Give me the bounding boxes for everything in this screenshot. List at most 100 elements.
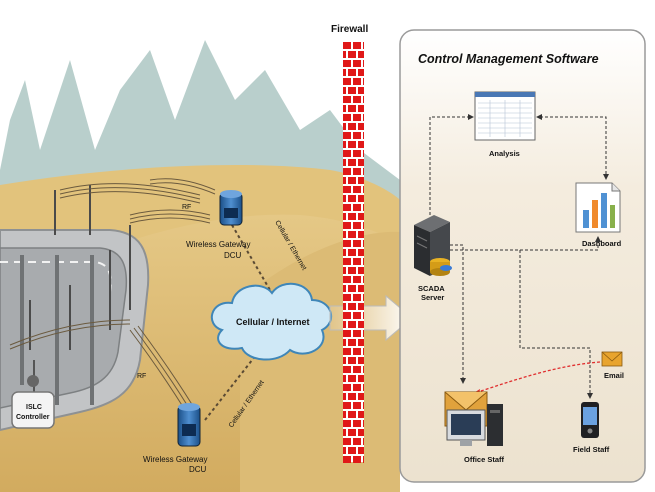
- analysis-label: Analysis: [489, 149, 520, 158]
- firewall-brick: [348, 249, 356, 256]
- firewall-brick: [343, 303, 346, 310]
- email-icon: [601, 351, 623, 367]
- firewall-brick: [343, 78, 351, 85]
- islc-label-1: ISLC: [26, 404, 42, 411]
- firewall-brick: [348, 195, 356, 202]
- firewall-brick: [358, 213, 364, 220]
- scada-label-1: SCADA: [418, 284, 445, 293]
- firewall-brick: [343, 150, 351, 157]
- firewall-brick: [343, 357, 346, 364]
- firewall-brick: [358, 375, 364, 382]
- firewall-brick: [343, 366, 351, 373]
- firewall-brick: [343, 393, 346, 400]
- firewall-brick: [343, 96, 351, 103]
- firewall-brick: [343, 429, 346, 436]
- firewall-brick: [358, 393, 364, 400]
- firewall-brick: [363, 96, 364, 103]
- firewall-brick: [348, 105, 356, 112]
- islc-controller: [11, 360, 55, 429]
- firewall-brick: [348, 267, 356, 274]
- firewall-brick: [358, 357, 364, 364]
- rf-waves-top: [59, 178, 216, 224]
- email-to-office-arrow: [477, 361, 601, 393]
- firewall-brick: [353, 330, 361, 337]
- firewall-brick: [363, 132, 364, 139]
- gateway-top-label-2: DCU: [224, 251, 242, 260]
- firewall-brick: [343, 123, 346, 130]
- firewall-wall: [343, 42, 364, 463]
- firewall-brick: [348, 393, 356, 400]
- firewall-brick: [358, 339, 364, 346]
- firewall-brick: [343, 60, 351, 67]
- firewall-brick: [353, 456, 361, 463]
- firewall-brick: [343, 285, 346, 292]
- firewall-brick: [363, 420, 364, 427]
- firewall-brick: [353, 78, 361, 85]
- wireless-gateway-bottom: [177, 403, 201, 447]
- firewall-brick: [348, 123, 356, 130]
- firewall-brick: [348, 177, 356, 184]
- firewall-brick: [343, 402, 351, 409]
- firewall-brick: [363, 168, 364, 175]
- firewall-brick: [353, 276, 361, 283]
- firewall-brick: [348, 231, 356, 238]
- firewall-brick: [358, 267, 364, 274]
- firewall-brick: [353, 402, 361, 409]
- firewall-brick: [358, 159, 364, 166]
- firewall-brick: [348, 141, 356, 148]
- firewall-brick: [343, 240, 351, 247]
- firewall-brick: [358, 69, 364, 76]
- firewall-brick: [353, 42, 361, 49]
- firewall-brick: [353, 438, 361, 445]
- panel-connections: [429, 116, 607, 395]
- link-bottom-line: [204, 349, 261, 421]
- firewall-brick: [363, 348, 364, 355]
- firewall-brick: [343, 375, 346, 382]
- firewall-brick: [343, 348, 351, 355]
- firewall-brick: [343, 195, 346, 202]
- field-staff-label: Field Staff: [573, 445, 610, 454]
- firewall-brick: [358, 411, 364, 418]
- firewall-brick: [358, 195, 364, 202]
- firewall-brick: [353, 384, 361, 391]
- firewall-brick: [358, 87, 364, 94]
- firewall-brick: [363, 366, 364, 373]
- firewall-brick: [348, 447, 356, 454]
- firewall-brick: [353, 60, 361, 67]
- rf-label-top: RF: [182, 204, 191, 211]
- firewall-brick: [358, 51, 364, 58]
- firewall-brick: [358, 231, 364, 238]
- firewall-brick: [343, 249, 346, 256]
- firewall-brick: [343, 384, 351, 391]
- firewall-brick: [358, 303, 364, 310]
- firewall-brick: [348, 51, 356, 58]
- gateway-bottom-label-1: Wireless Gateway: [143, 455, 207, 464]
- firewall-brick: [363, 384, 364, 391]
- rf-waves-bottom: [9, 319, 194, 411]
- firewall-brick: [343, 132, 351, 139]
- firewall-brick: [343, 159, 346, 166]
- firewall-brick: [358, 285, 364, 292]
- firewall-brick: [343, 231, 346, 238]
- analysis-icon: [474, 91, 536, 141]
- firewall-brick: [353, 222, 361, 229]
- field-staff-icon: [581, 402, 599, 438]
- firewall-brick: [353, 348, 361, 355]
- islc-label-2: Controller: [16, 414, 50, 421]
- firewall-brick: [353, 240, 361, 247]
- scada-label-2: Server: [421, 293, 444, 302]
- firewall-brick: [363, 312, 364, 319]
- cloud-label: Cellular / Internet: [236, 317, 310, 327]
- firewall-brick: [348, 357, 356, 364]
- firewall-brick: [363, 294, 364, 301]
- firewall-brick: [343, 87, 346, 94]
- firewall-brick: [343, 114, 351, 121]
- firewall-brick: [358, 105, 364, 112]
- firewall-brick: [343, 267, 346, 274]
- control-management-panel: [399, 29, 646, 483]
- firewall-brick: [343, 294, 351, 301]
- firewall-brick: [343, 339, 346, 346]
- firewall-brick: [363, 456, 364, 463]
- firewall-brick: [353, 312, 361, 319]
